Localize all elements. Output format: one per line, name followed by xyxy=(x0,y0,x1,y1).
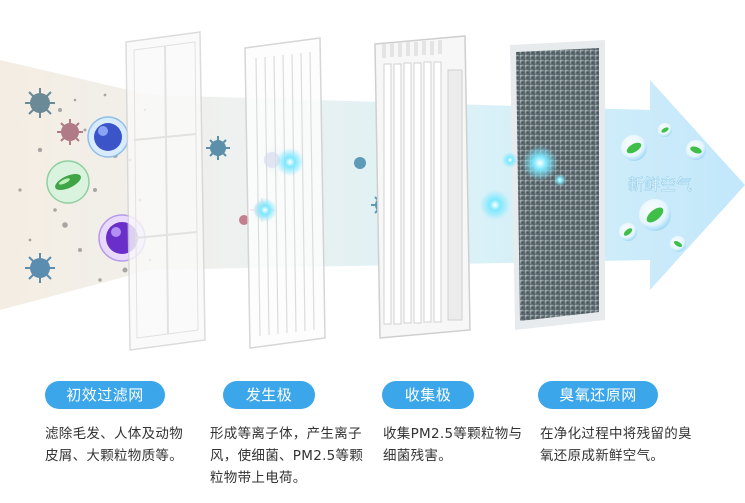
stage-desc-generator: 形成等离子体，产生离子风，使细菌、PM2.5等颗粒物带上电荷。 xyxy=(210,426,364,486)
bacteria-icon xyxy=(46,160,90,204)
ion-glow xyxy=(276,148,304,176)
leaf-icon xyxy=(619,223,637,241)
virus-icon xyxy=(57,119,83,145)
stage-desc-collector: 收集PM2.5等颗粒物与细菌残害。 xyxy=(383,426,523,464)
virus-icon xyxy=(239,215,249,225)
stage-label-generator: 发生极 xyxy=(223,381,315,409)
purification-illustration: 新鲜空气 xyxy=(0,31,745,351)
leaf-icon xyxy=(639,199,671,231)
ion-glow xyxy=(554,174,566,186)
stage-label-ozone-mesh: 臭氧还原网 xyxy=(538,381,658,409)
primary-filter-panel xyxy=(125,31,206,351)
fresh-air-label: 新鲜空气 xyxy=(628,175,692,194)
ion-glow xyxy=(522,145,558,181)
leaf-icon xyxy=(686,140,706,160)
stage-label-primary-filter: 初效过滤网 xyxy=(45,381,165,409)
ion-glow xyxy=(253,198,277,222)
virus-icon xyxy=(25,88,55,118)
stage-label-collector: 收集极 xyxy=(382,381,474,409)
virus-icon xyxy=(354,157,366,169)
leaf-icon xyxy=(621,135,647,161)
virus-icon xyxy=(25,253,55,283)
leaf-icon xyxy=(670,236,686,252)
ion-generator-panel xyxy=(244,37,326,349)
stage-desc-ozone-mesh: 在净化过程中将残留的臭氧还原成新鲜空气。 xyxy=(540,426,692,464)
stage-desc-primary-filter: 滤除毛发、人体及动物皮屑、大颗粒物质等。 xyxy=(45,426,183,464)
leaf-icon xyxy=(658,123,672,137)
bacteria-icon xyxy=(87,116,129,158)
ion-glow xyxy=(502,152,518,168)
virus-icon xyxy=(206,136,230,160)
ion-glow xyxy=(480,190,510,220)
collector-panel xyxy=(374,35,471,339)
